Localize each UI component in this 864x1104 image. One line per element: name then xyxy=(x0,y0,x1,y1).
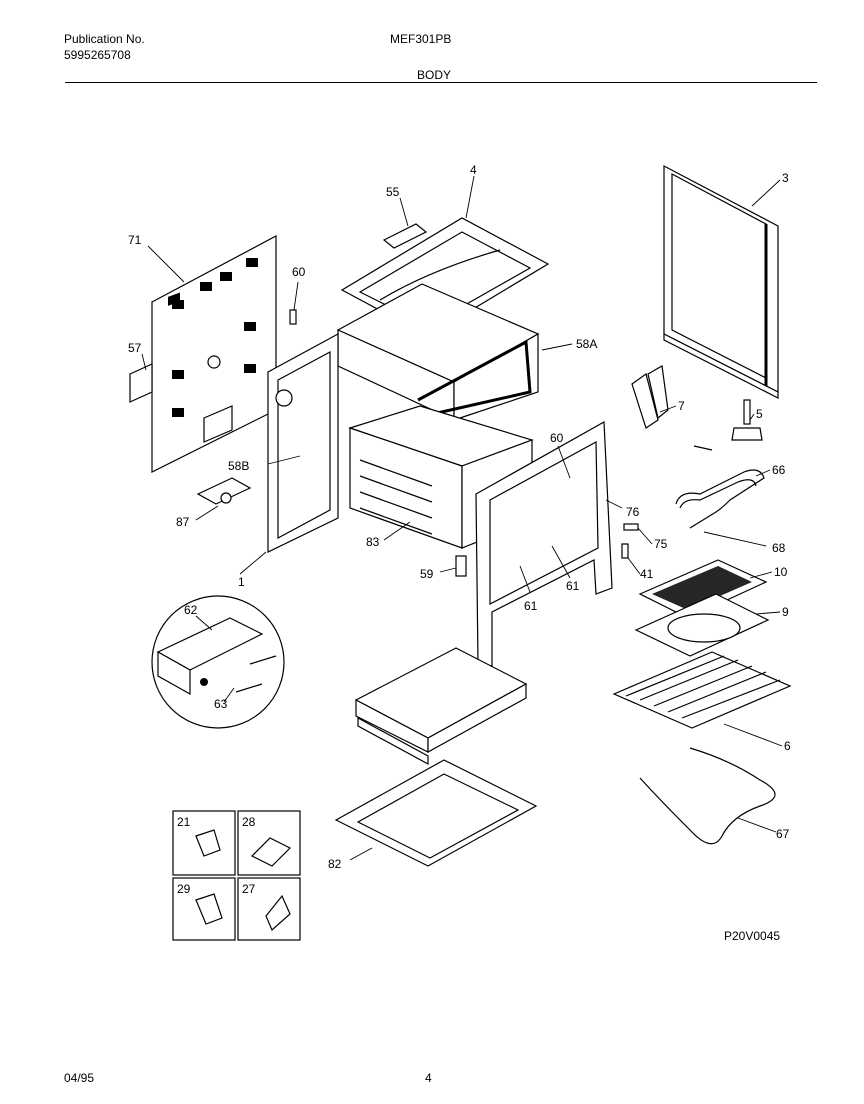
callout-60a: 60 xyxy=(292,265,306,279)
section-title: BODY xyxy=(417,68,452,82)
insulation-blanket xyxy=(354,647,528,766)
inset-boxes xyxy=(172,810,301,941)
callout-labels: 3 4 55 71 60 57 58A 7 5 60 58B 66 76 87 … xyxy=(128,163,791,943)
part-58a-oven-liner xyxy=(298,283,573,511)
callout-63: 63 xyxy=(214,697,228,711)
part-1-left-side-panel xyxy=(239,281,339,575)
footer-page: 4 xyxy=(425,1071,432,1085)
part-67-wire-harness xyxy=(639,747,777,845)
callout-76: 76 xyxy=(626,505,640,519)
callout-9: 9 xyxy=(782,605,789,619)
model-number: MEF301PB xyxy=(390,32,452,46)
part-76-screw xyxy=(605,499,623,509)
callout-59: 59 xyxy=(420,567,434,581)
callout-62: 62 xyxy=(184,603,198,617)
callout-83: 83 xyxy=(366,535,380,549)
part-9-broiler-pan xyxy=(634,593,781,657)
callout-57: 57 xyxy=(128,341,142,355)
inset-label-28: 28 xyxy=(242,815,256,829)
callout-1: 1 xyxy=(238,575,245,589)
part-87-bracket xyxy=(195,477,252,521)
part-3-side-panel xyxy=(663,165,781,399)
part-66-broil-element xyxy=(675,445,771,529)
part-10-broiler-grid xyxy=(638,559,773,619)
drawing-code: P20V0045 xyxy=(724,929,780,943)
front-frame xyxy=(475,421,613,667)
callout-6: 6 xyxy=(784,739,791,753)
publication-label: Publication No. xyxy=(64,32,145,46)
inset-label-29: 29 xyxy=(177,882,191,896)
inset-label-27: 27 xyxy=(242,882,256,896)
part-7-receptacle xyxy=(631,365,677,429)
callout-58b: 58B xyxy=(228,459,249,473)
callout-71: 71 xyxy=(128,233,142,247)
callout-3: 3 xyxy=(782,171,789,185)
callout-58a: 58A xyxy=(576,337,597,351)
footer-date: 04/95 xyxy=(64,1071,95,1085)
part-82-bottom-panel xyxy=(334,759,538,867)
part-41-clip xyxy=(621,543,641,575)
callout-60b: 60 xyxy=(550,431,564,445)
callout-55: 55 xyxy=(386,185,400,199)
callout-41: 41 xyxy=(640,567,654,581)
inset-box-labels: 21 28 29 27 xyxy=(177,815,256,896)
callout-4: 4 xyxy=(470,163,477,177)
publication-number: 5995265708 xyxy=(64,48,131,62)
callout-7: 7 xyxy=(678,399,685,413)
part-6-oven-rack xyxy=(612,651,792,747)
callout-61a: 61 xyxy=(566,579,580,593)
callout-67: 67 xyxy=(776,827,790,841)
callout-10: 10 xyxy=(774,565,788,579)
part-68-wire xyxy=(703,531,767,547)
header-rule xyxy=(65,82,817,83)
callout-5: 5 xyxy=(756,407,763,421)
detail-inset-62-63 xyxy=(151,595,285,729)
part-58b-liner-seal xyxy=(267,455,301,465)
callout-61b: 61 xyxy=(524,599,538,613)
part-57-panel-clip xyxy=(141,353,147,371)
callout-75: 75 xyxy=(654,537,668,551)
part-75-bracket xyxy=(623,523,653,545)
part-71-rear-panel xyxy=(129,235,277,473)
callout-87: 87 xyxy=(176,515,190,529)
callout-82: 82 xyxy=(328,857,342,871)
callout-68: 68 xyxy=(772,541,786,555)
inset-label-21: 21 xyxy=(177,815,191,829)
part-5-leveling-leg xyxy=(731,399,763,441)
callout-66: 66 xyxy=(772,463,786,477)
part-59-foot xyxy=(439,555,467,577)
